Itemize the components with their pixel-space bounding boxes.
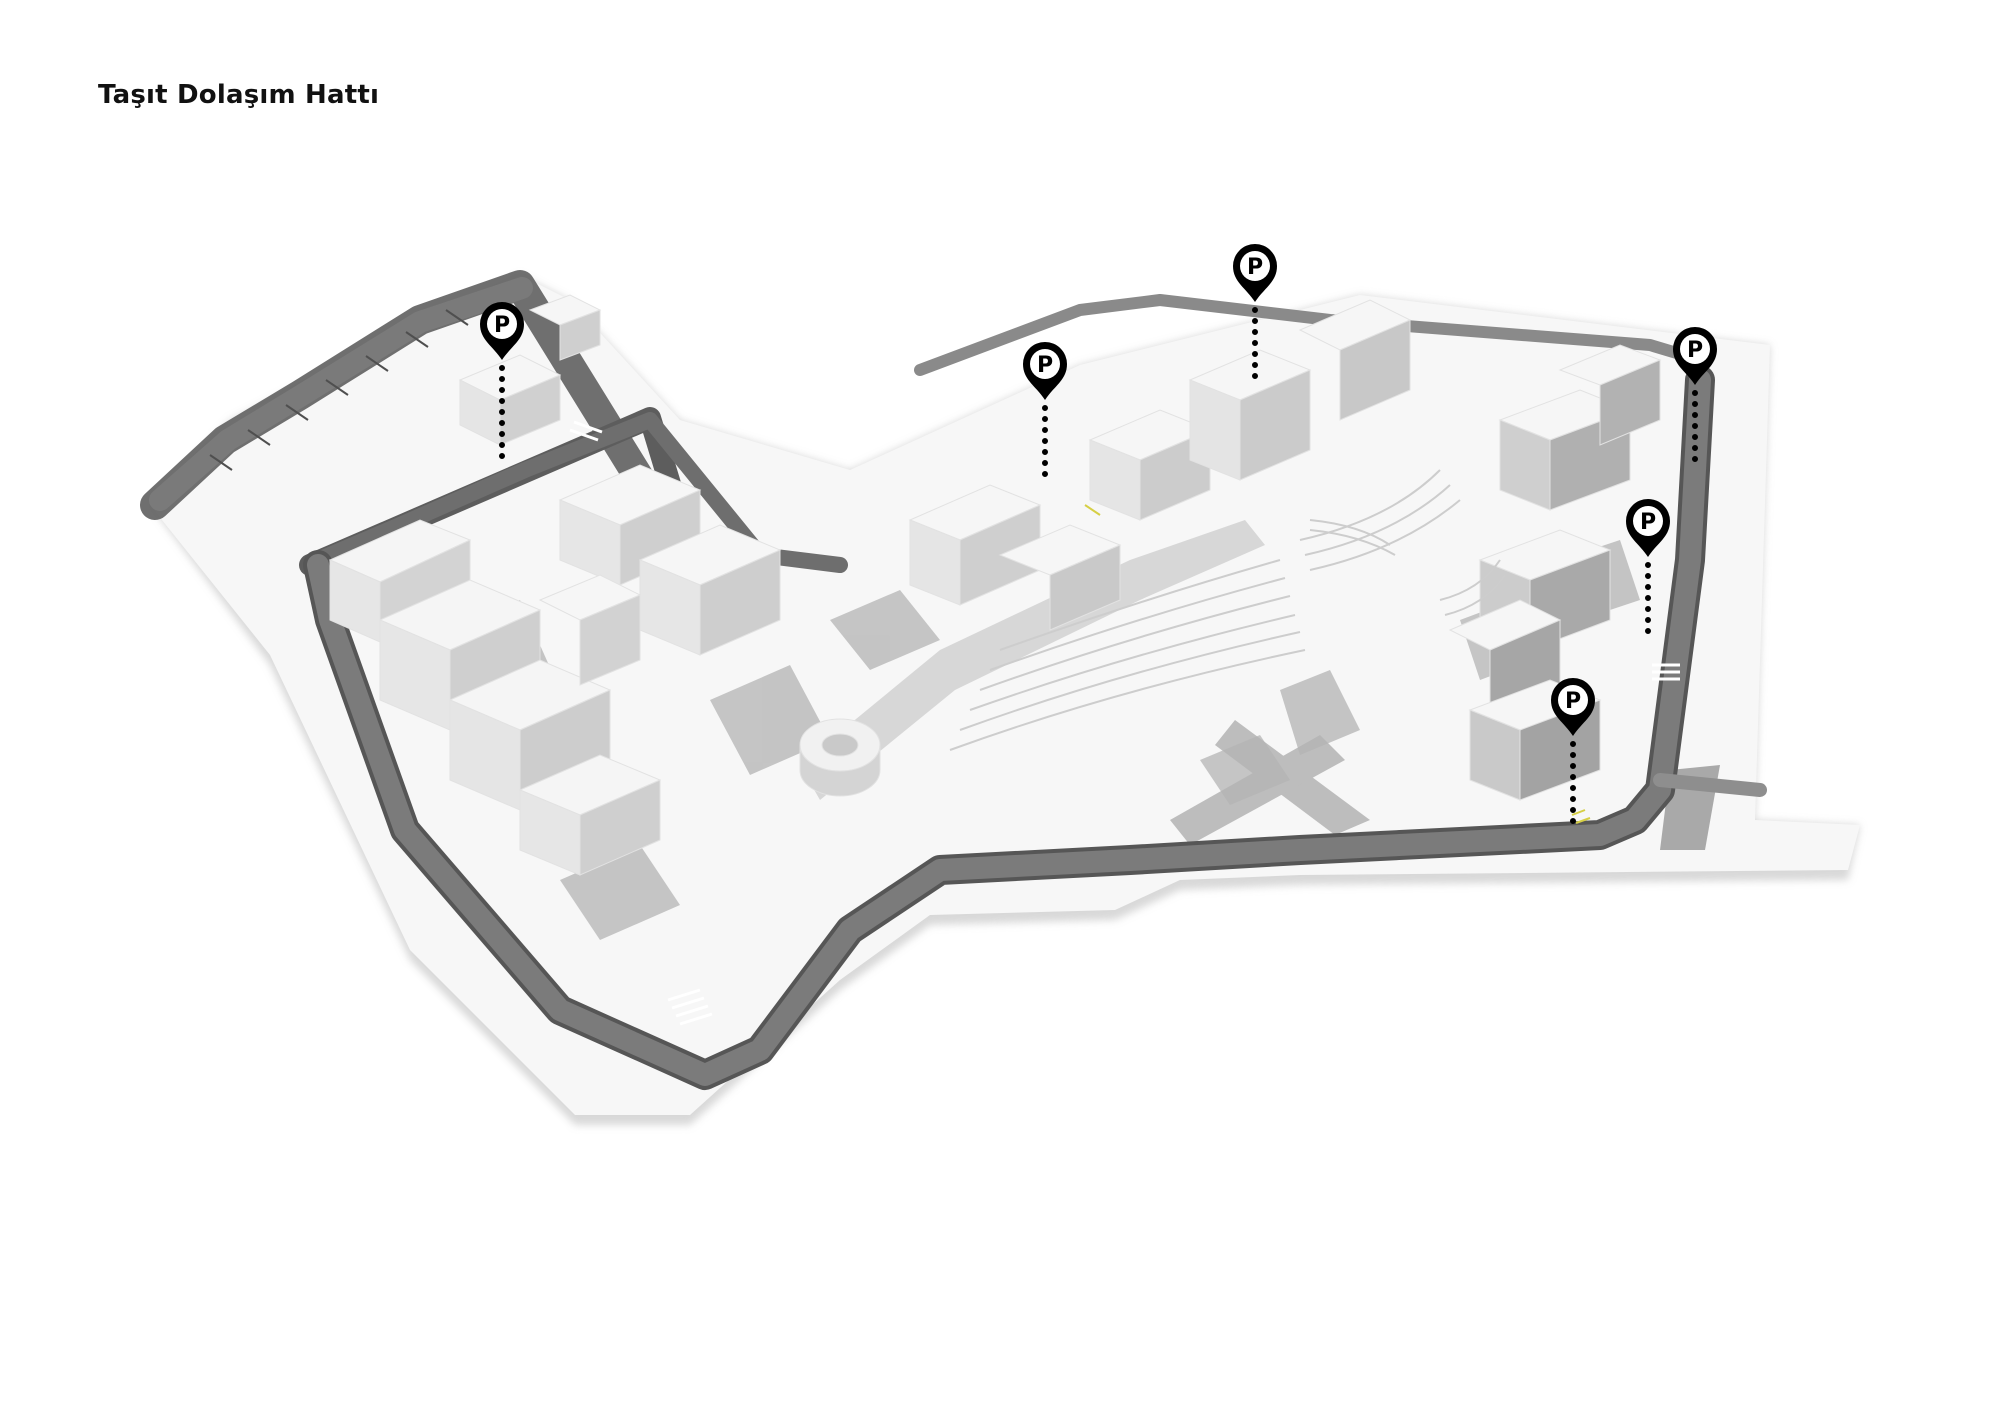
terraced-landscape	[949, 469, 1506, 751]
parking-marker-4[interactable]: P	[1673, 327, 1717, 385]
parking-label: P	[1247, 255, 1263, 280]
parking-leader-lines	[499, 307, 1698, 833]
parking-marker-5[interactable]: P	[1626, 499, 1670, 557]
parking-label: P	[1037, 353, 1053, 378]
parking-label: P	[1640, 510, 1656, 535]
page-title: Taşıt Dolaşım Hattı	[98, 80, 380, 110]
parking-marker-6[interactable]: P	[1551, 678, 1595, 736]
road-steps	[209, 309, 469, 471]
pedestrian-crossings	[569, 420, 1680, 1026]
parking-marker-3[interactable]: P	[1233, 244, 1277, 302]
parking-marker-2[interactable]: P	[1023, 342, 1067, 400]
parking-label: P	[494, 313, 510, 338]
parking-label: P	[1565, 689, 1581, 714]
parking-label: P	[1687, 338, 1703, 363]
parking-marker-1[interactable]: P	[480, 302, 524, 360]
parking-markers: P P P P P P	[480, 244, 1717, 736]
